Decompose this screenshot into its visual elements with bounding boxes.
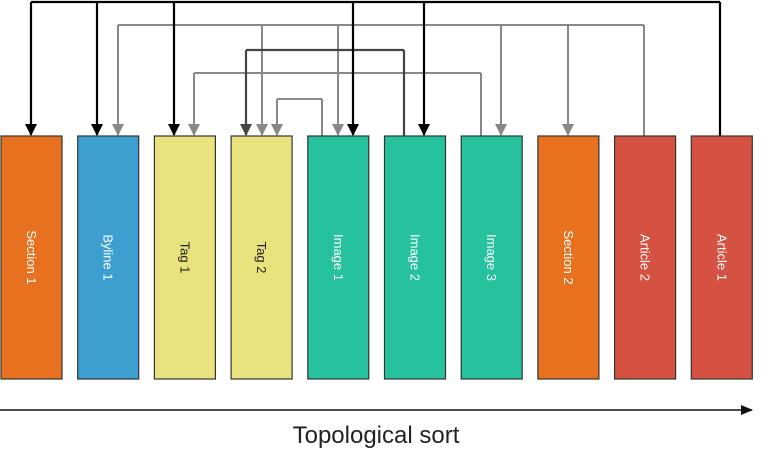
node-box (77, 135, 140, 380)
node-label: Image 3 (484, 234, 499, 281)
node-box (0, 135, 63, 380)
node-box (460, 135, 523, 380)
node-box (230, 135, 293, 380)
sort-axis: Topological sort (0, 405, 753, 449)
node-label: Image 2 (408, 234, 423, 281)
node-section1: Section 1 (0, 135, 63, 380)
node-label: Article 1 (714, 234, 729, 281)
node-label: Section 1 (24, 230, 39, 284)
node-label: Article 2 (638, 234, 653, 281)
node-image3: Image 3 (460, 135, 523, 380)
sort-axis-label: Topological sort (293, 422, 460, 449)
node-tag1: Tag 1 (153, 135, 216, 380)
node-box (537, 135, 600, 380)
node-label: Tag 2 (254, 242, 269, 274)
node-box (690, 135, 753, 380)
node-label: Image 1 (331, 234, 346, 281)
node-article1: Article 1 (690, 135, 753, 380)
node-image1: Image 1 (307, 135, 370, 380)
node-box (613, 135, 677, 380)
node-tag2: Tag 2 (230, 135, 293, 380)
node-image2: Image 2 (383, 135, 447, 380)
nodes: Section 1 Byline 1 Tag 1 Tag 2 Image 1 Image … (0, 135, 753, 380)
node-label: Section 2 (561, 230, 576, 284)
node-byline1: Byline 1 (77, 135, 140, 380)
node-box (307, 135, 370, 380)
node-article2: Article 2 (613, 135, 677, 380)
node-label: Byline 1 (101, 234, 116, 280)
node-box (153, 135, 216, 380)
node-section2: Section 2 (537, 135, 600, 380)
node-label: Tag 1 (177, 242, 192, 274)
node-box (383, 135, 447, 380)
edges (25, 0, 722, 136)
